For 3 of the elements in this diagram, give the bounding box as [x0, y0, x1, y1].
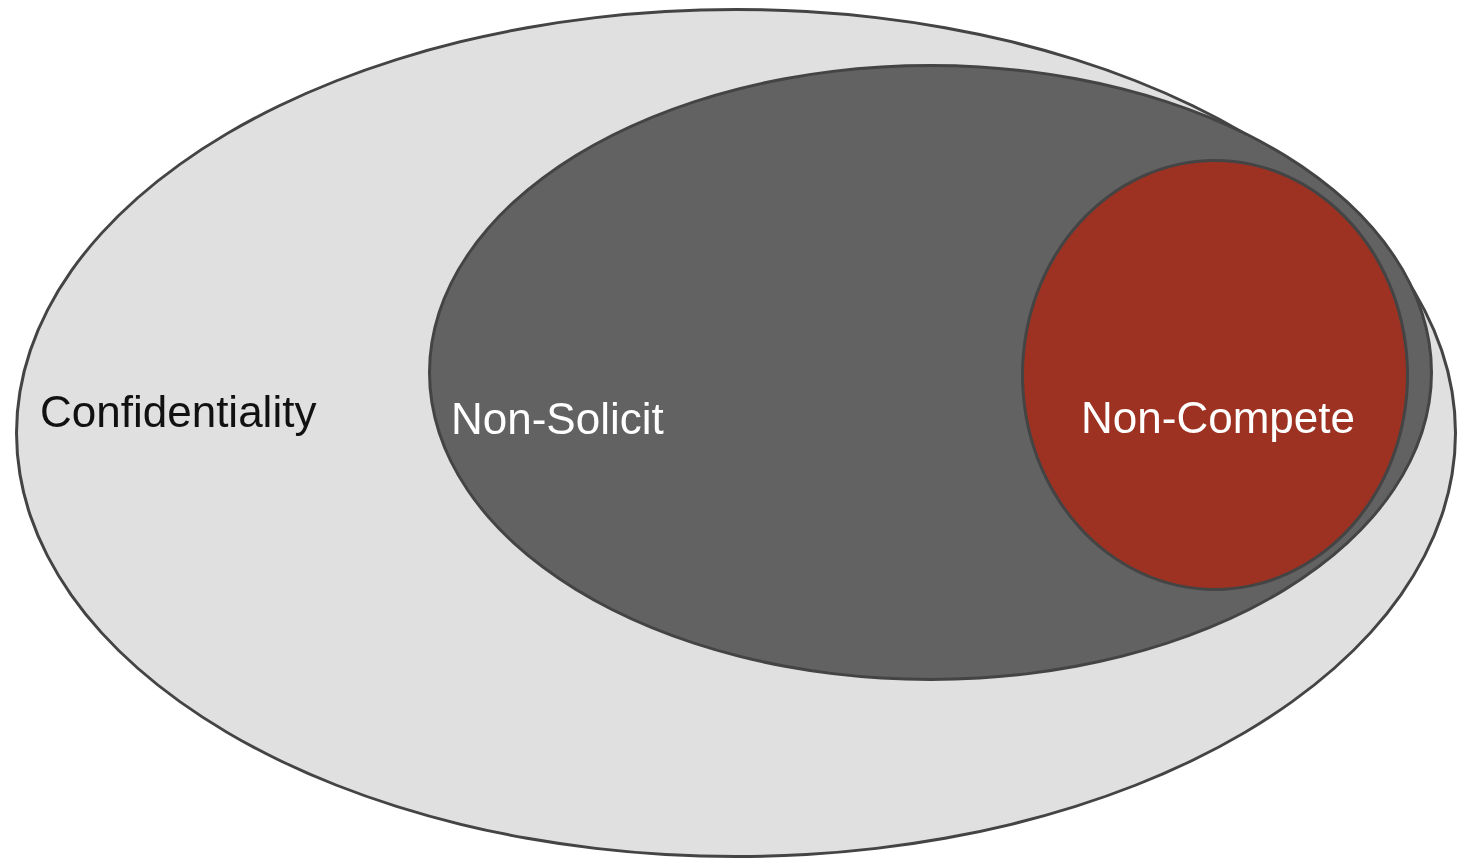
- venn-label: Confidentiality: [40, 390, 317, 434]
- venn-label: Non-Solicit: [451, 397, 664, 441]
- venn-label: Non-Compete: [1081, 396, 1355, 440]
